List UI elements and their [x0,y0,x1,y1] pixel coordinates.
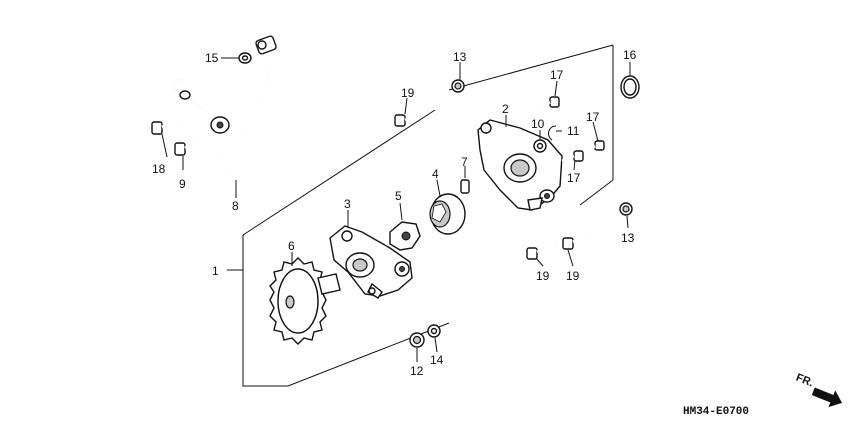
callout-13-top: 13 [453,50,467,64]
bolt-19-lower-left [526,241,557,260]
dowel-sleeve-top [451,79,465,93]
washer-14 [427,324,441,338]
dowel-pin [460,179,470,194]
callout-19-lower-right: 19 [566,269,580,283]
callout-2: 2 [502,102,509,116]
callout-6: 6 [288,239,295,253]
callout-5: 5 [395,189,402,203]
dowel-sleeve-right [619,202,633,216]
bolt-17-middle [583,140,605,153]
callout-14: 14 [430,353,444,367]
callout-4: 4 [432,167,439,181]
assembly-outline-frame [237,44,614,387]
flange-bolt-9 [174,140,199,156]
callout-8: 8 [232,199,239,213]
callout-1: 1 [212,264,219,278]
bolt-19-top [394,110,426,127]
bolt-17-top [537,96,560,110]
callout-17-lower: 17 [567,171,581,185]
inner-rotor [389,221,421,251]
callout-17-middle: 17 [586,110,600,124]
callout-7: 7 [461,155,468,169]
callout-10: 10 [531,117,545,131]
bolt-17-lower [561,150,584,163]
callout-12: 12 [410,364,424,378]
diagram-code: HM34-E0700 [683,406,749,418]
leader-lines [161,57,631,362]
front-direction-indicator: FR. [794,372,843,408]
dowel-12 [409,332,425,348]
callout-9: 9 [179,177,186,191]
callout-13-right: 13 [621,231,635,245]
callout-15: 15 [205,51,219,65]
thrust-washer [533,139,547,153]
callout-19-lower-left: 19 [536,269,550,283]
oil-pump-driven-gear [269,257,341,345]
oil-pump-cover [477,119,563,211]
callout-17-top: 17 [550,68,564,82]
callout-18: 18 [152,162,166,176]
oil-pump-body [329,225,413,299]
callout-11: 11 [567,124,580,138]
front-arrow-icon [811,387,843,408]
flange-bolt-18 [151,119,179,135]
snap-clip [548,125,557,141]
callout-16: 16 [623,48,637,62]
o-ring [620,75,640,99]
outer-rotor [429,193,466,235]
callout-3: 3 [344,197,351,211]
oil-pipe [172,35,277,179]
callout-labels: 15 18 9 8 1 6 3 5 4 7 2 13 19 17 16 10 1… [152,48,637,378]
callout-19-top: 19 [401,86,415,100]
front-label: FR. [794,372,815,390]
sealing-washer [238,52,252,64]
bolt-19-lower-right [562,232,591,250]
